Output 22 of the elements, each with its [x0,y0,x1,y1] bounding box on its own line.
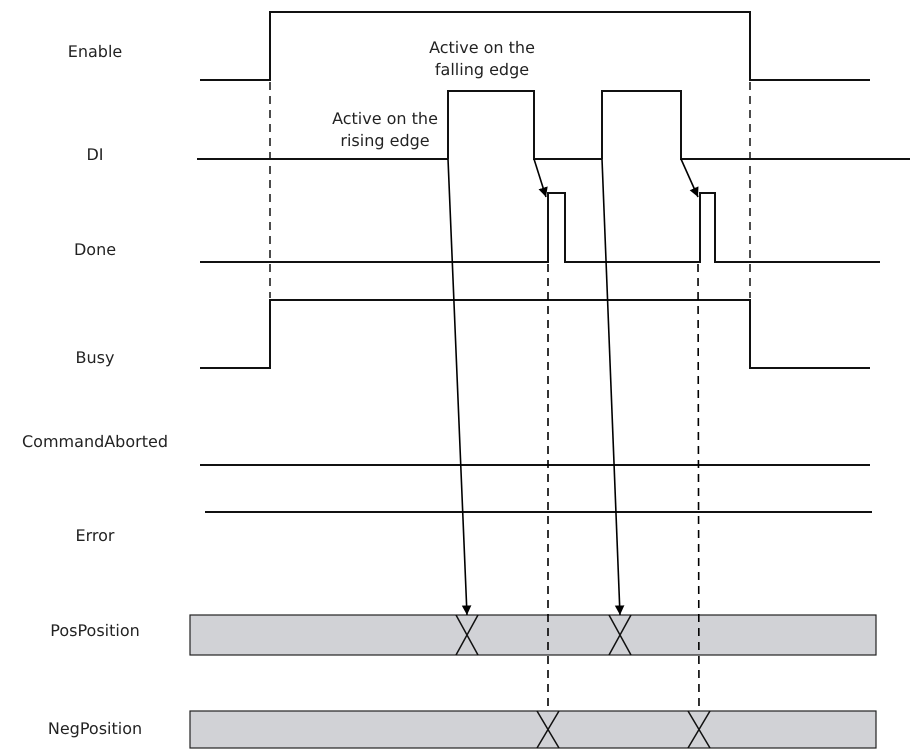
arrow [447,158,472,616]
signal-name: PosPosition [49,620,141,642]
bus-signal-bar [189,614,877,656]
signal-name: NegPosition [46,718,144,740]
annotation-text: Active on the rising edge [331,108,439,152]
transition-cross [687,710,711,749]
signal-name: Enable [66,41,124,63]
signal-name: Busy [74,347,116,369]
bus-signal-bar [189,710,877,749]
arrow [680,158,699,198]
pulse-waveform [601,90,910,160]
transition-cross [608,614,632,656]
signal-name: Done [72,239,118,261]
pulse-waveform [447,90,602,160]
signal-name: Error [74,525,116,547]
arrow [533,158,548,198]
signal-name: CommandAborted [21,431,169,453]
annotation-text: Active on the falling edge [428,37,536,81]
signal-name: DI [85,144,105,166]
transition-cross [536,710,560,749]
arrow [601,158,624,616]
transition-cross [455,614,479,656]
